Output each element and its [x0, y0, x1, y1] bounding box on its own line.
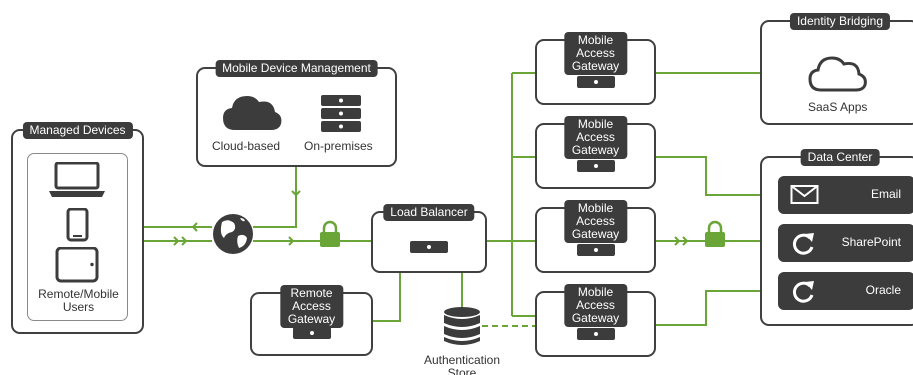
lock-icon: [705, 220, 725, 247]
tablet-icon: [55, 247, 99, 283]
managed-devices-title: Managed Devices: [22, 122, 133, 139]
device-slot: [576, 160, 615, 172]
refresh-icon: [792, 281, 814, 303]
cloud-based-label: Cloud-based: [212, 139, 281, 153]
on-premises-label: On-premises: [304, 139, 373, 153]
cloud-icon: [223, 96, 282, 130]
sharepoint-service[interactable]: SharePoint: [778, 224, 913, 262]
oracle-service[interactable]: Oracle: [778, 272, 913, 310]
lock-icon: [320, 220, 340, 247]
envelope-icon: [790, 185, 819, 204]
data-center-title: Data Center: [800, 149, 880, 166]
refresh-icon: [792, 233, 814, 255]
email-label: Email: [870, 187, 901, 201]
database-icon: [444, 307, 480, 345]
authentication-store-label: Authentication Store: [423, 353, 501, 375]
mobile-access-gateway-1: Mobile Access Gateway: [535, 32, 656, 105]
oracle-label: Oracle: [865, 283, 901, 297]
remote-access-gateway-title: Remote Access Gateway: [279, 285, 344, 328]
mobile-access-gateway-2: Mobile Access Gateway: [535, 116, 656, 189]
mdm-title: Mobile Device Management: [215, 60, 378, 77]
mobile-access-gateway-title: Mobile Access Gateway: [563, 200, 628, 243]
mobile-access-gateway-3: Mobile Access Gateway: [535, 200, 656, 273]
device-slot: [576, 244, 615, 256]
load-balancer-box: Load Balancer: [371, 204, 487, 273]
identity-bridging-title: Identity Bridging: [789, 13, 891, 30]
mobile-access-gateway-title: Mobile Access Gateway: [563, 32, 628, 75]
sharepoint-label: SharePoint: [841, 235, 901, 249]
server-icon: [321, 95, 361, 132]
saas-apps-label: SaaS Apps: [808, 100, 868, 114]
mdm-panel: Mobile Device Management Cloud-based On-…: [196, 60, 397, 167]
managed-devices-panel: Managed Devices Remote/Mobile Users: [11, 122, 144, 334]
data-center-panel: Data Center Email SharePoint Oracle: [760, 149, 913, 326]
phone-icon: [66, 208, 89, 242]
load-balancer-title: Load Balancer: [383, 204, 475, 221]
devices-inner-panel: Remote/Mobile Users: [27, 153, 128, 321]
email-service[interactable]: Email: [778, 176, 913, 214]
device-slot: [292, 327, 331, 339]
device-slot: [576, 76, 615, 88]
globe-icon: [213, 214, 253, 254]
remote-mobile-users-label: Remote/Mobile Users: [38, 287, 119, 314]
cloud-icon: [808, 56, 867, 92]
laptop-icon: [49, 162, 105, 197]
mobile-access-gateway-4: Mobile Access Gateway: [535, 284, 656, 357]
remote-access-gateway-box: Remote Access Gateway: [250, 285, 373, 356]
mobile-access-gateway-title: Mobile Access Gateway: [563, 284, 628, 327]
mobile-access-gateway-title: Mobile Access Gateway: [563, 116, 628, 159]
device-slot: [576, 328, 615, 340]
device-slot: [410, 241, 448, 253]
identity-bridging-panel: Identity Bridging SaaS Apps: [760, 13, 913, 125]
